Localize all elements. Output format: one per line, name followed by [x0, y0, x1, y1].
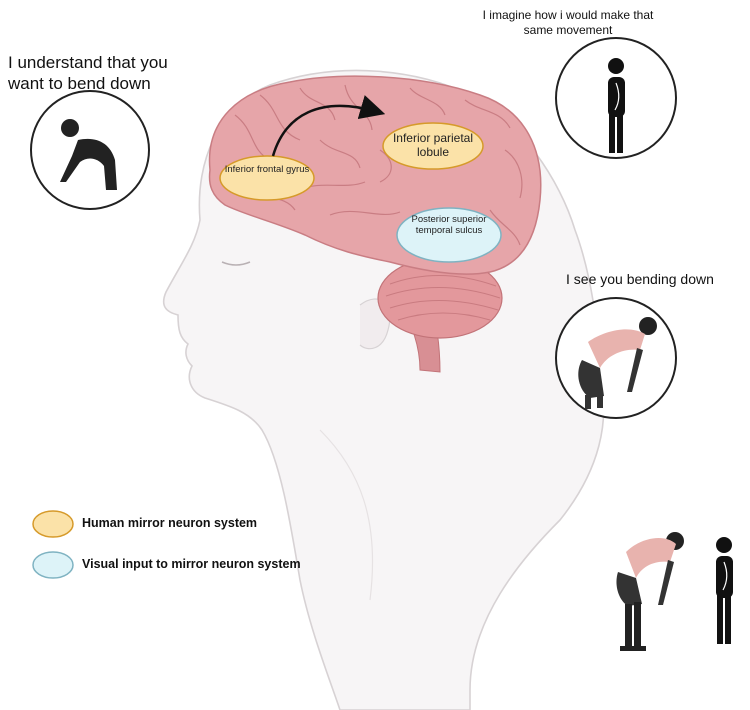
standing-person-icon — [608, 58, 625, 153]
see-circle — [555, 297, 677, 419]
legend-swatch-visual — [32, 551, 74, 579]
region-posterior-superior-temporal-sulcus — [396, 207, 502, 263]
bending-person-icon — [616, 532, 684, 651]
arrow-icon — [271, 95, 386, 157]
label-posterior-superior-temporal-sulcus: Posterior superior temporal sulcus — [411, 214, 487, 236]
region-inferior-frontal-gyrus — [219, 155, 315, 201]
bending-person-icon — [578, 317, 657, 409]
region-inferior-parietal-lobule — [382, 122, 484, 170]
imagine-circle — [555, 37, 677, 159]
standing-person-icon — [716, 537, 733, 644]
bending-person-icon — [60, 119, 117, 190]
cerebellum — [377, 257, 503, 339]
legend-label-mirror: Human mirror neuron system — [82, 516, 258, 530]
understand-circle — [30, 90, 150, 210]
legend-swatch-mirror — [32, 510, 74, 538]
caption-see: I see you bending down — [566, 271, 714, 287]
label-inferior-frontal-gyrus: Inferior frontal gyrus — [224, 164, 310, 175]
label-inferior-parietal-lobule: Inferior parietal lobule — [392, 131, 474, 159]
legend-label-visual: Visual input to mirror neuron system — [82, 557, 301, 571]
caption-understand: I understand that you want to bend down — [8, 53, 168, 93]
caption-imagine: I imagine how i would make that same mov… — [482, 8, 654, 37]
